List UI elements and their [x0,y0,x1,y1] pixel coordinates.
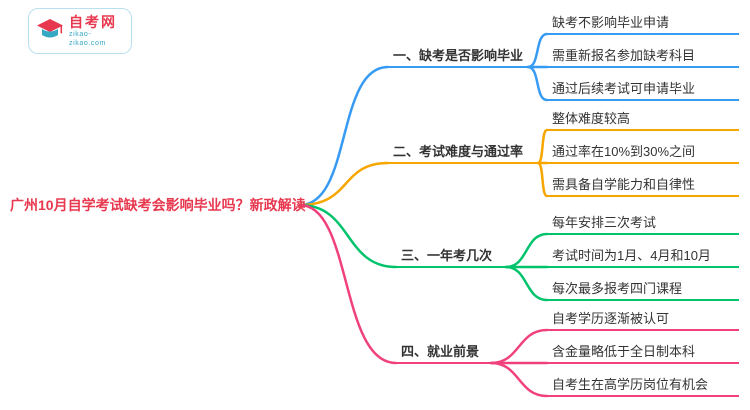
central-topic: 广州10月自学考试缺考会影响毕业吗？新政解读 [10,197,306,213]
leaf-node: 含金量略低于全日制本科 [547,341,739,364]
leaf-node: 通过后续考试可申请毕业 [547,78,739,101]
connector-branch2-leaf1 [536,128,549,165]
connector-topic-branch3 [298,203,398,269]
leaf-node: 每次最多报考四门课程 [547,278,739,301]
connector-branch3-leaf3 [504,265,549,302]
leaf-node: 缺考不影响毕业申请 [547,12,739,35]
branch-label-4: 四、就业前景 [396,341,491,364]
logo-title: 自考网 [69,14,117,30]
connector-branch1-leaf3 [526,65,549,102]
leaf-node: 每年安排三次考试 [547,212,739,235]
connector-branch2-leaf3 [536,161,549,198]
graduation-cap-icon [37,19,63,38]
leaf-node: 整体难度较高 [547,108,739,131]
leaf-node: 需具备自学能力和自律性 [547,174,739,197]
logo-text: 自考网 zikao-zikao.com [69,14,125,48]
connector-topic-branch1 [298,65,390,207]
leaf-node: 考试时间为1月、4月和10月 [547,245,739,268]
connector-branch1-leaf1 [526,32,549,69]
branch-label-2: 二、考试难度与通过率 [388,141,538,164]
leaf-node: 自考学历逐渐被认可 [547,308,739,331]
leaf-node: 自考生在高学历岗位有机会 [547,374,739,397]
connector-topic-branch2 [298,161,390,207]
branch-label-1: 一、缺考是否影响毕业 [388,45,528,68]
connector-branch3-leaf1 [504,232,549,269]
leaf-node: 需重新报名参加缺考科目 [547,45,739,68]
leaf-node: 通过率在10%到30%之间 [547,141,739,164]
branch-label-3: 三、一年考几次 [396,245,506,268]
site-logo: 自考网 zikao-zikao.com [28,8,132,54]
logo-subtitle: zikao-zikao.com [69,31,106,47]
connector-branch4-leaf3 [489,361,549,398]
connector-topic-branch4 [298,203,398,365]
connector-branch4-leaf1 [489,328,549,365]
